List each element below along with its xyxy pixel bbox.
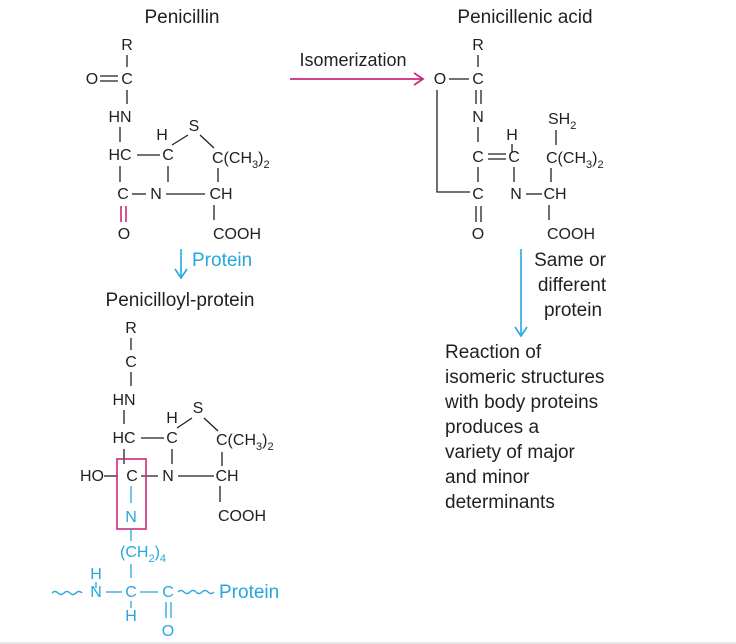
wavy-bond: [177, 589, 215, 595]
atom-ch2-4: (CH2)4: [120, 544, 166, 565]
atom-n: N: [150, 186, 162, 203]
atom-hc: HC: [108, 147, 131, 164]
title-penicillenic-acid: Penicillenic acid: [457, 7, 592, 28]
isomerization-arrow: Isomerization: [290, 50, 425, 86]
protein-arrow-label: Protein: [192, 250, 252, 271]
atom-c: C: [472, 186, 484, 203]
note-line: determinants: [445, 492, 555, 513]
atom-ch: CH: [215, 468, 238, 485]
atom-o-blue: O: [162, 623, 174, 640]
same-or-different-protein-arrow: Same or different protein: [514, 249, 607, 338]
atom-c: C: [121, 71, 133, 88]
atom-cooh: COOH: [547, 226, 595, 243]
atom-n: N: [510, 186, 522, 203]
atom-n: N: [472, 109, 484, 126]
atom-cooh: COOH: [218, 508, 266, 525]
isomerization-label: Isomerization: [299, 50, 406, 70]
atom-n-blue: N: [90, 584, 102, 601]
atom-c-ch3-2: C(CH3)2: [212, 150, 270, 171]
protein-label: Protein: [219, 582, 279, 603]
note-line: with body proteins: [444, 392, 598, 413]
atom-c: C: [125, 354, 137, 371]
atom-o: O: [86, 71, 98, 88]
note-line: and minor: [445, 467, 530, 488]
atom-c: C: [117, 186, 129, 203]
atom-hc: HC: [112, 430, 135, 447]
bond: [203, 417, 219, 432]
ring-bond: [436, 90, 470, 193]
atom-c: C: [126, 468, 138, 485]
atom-c: C: [166, 430, 178, 447]
atom-o: O: [472, 226, 484, 243]
atom-cooh: COOH: [213, 226, 261, 243]
atom-ch: CH: [543, 186, 566, 203]
atom-o: O: [118, 226, 130, 243]
atom-c: C: [162, 147, 174, 164]
atom-h-blue: H: [90, 566, 102, 583]
atom-s: S: [193, 400, 204, 417]
atom-hn: HN: [112, 392, 135, 409]
atom-c: C: [472, 71, 484, 88]
penicillin-structure: R C O HN HC C H S C(CH3)2 C N CH O COOH: [86, 37, 270, 243]
atom-c: C: [472, 149, 484, 166]
note-line: variety of major: [445, 442, 576, 463]
bond: [176, 417, 193, 429]
protein-label: protein: [544, 300, 602, 321]
bond: [199, 134, 215, 149]
atom-c-blue: C: [162, 584, 174, 601]
wavy-bond: [51, 590, 83, 596]
atom-n: N: [162, 468, 174, 485]
arrow-head: [174, 268, 188, 280]
atom-s: S: [189, 118, 200, 135]
atom-c: C: [508, 149, 520, 166]
atom-hn: HN: [108, 109, 131, 126]
atom-ch: CH: [209, 186, 232, 203]
atom-r: R: [472, 37, 484, 54]
arrow-head: [514, 326, 528, 338]
atom-c-ch3-2: C(CH3)2: [216, 432, 274, 453]
protein-arrow: Protein: [174, 249, 252, 280]
note-line: isomeric structures: [445, 367, 604, 388]
atom-c-ch3-2: C(CH3)2: [546, 150, 604, 171]
note-line: Reaction of: [445, 342, 542, 363]
atom-h-blue: H: [125, 608, 137, 625]
penicillenic-acid-structure: R C O N H C C SH2 C(CH3)2 C N CH O COOH: [434, 37, 604, 243]
arrow-head: [413, 72, 425, 86]
atom-h: H: [166, 410, 178, 427]
atom-ho: HO: [80, 468, 104, 485]
atom-c-blue: C: [125, 584, 137, 601]
atom-o: O: [434, 71, 446, 88]
atom-h: H: [506, 127, 518, 144]
atom-n-blue: N: [125, 509, 137, 526]
atom-h: H: [156, 127, 168, 144]
title-penicilloyl-protein: Penicilloyl-protein: [106, 290, 255, 311]
note-line: produces a: [445, 417, 539, 438]
atom-r: R: [125, 320, 137, 337]
different-label: different: [538, 275, 607, 296]
atom-sh2: SH2: [548, 111, 576, 132]
same-or-label: Same or: [534, 250, 606, 271]
reaction-note: Reaction of isomeric structures with bod…: [444, 342, 604, 513]
penicilloyl-protein-structure: R C HN HC C H S C(CH3)2 HO C N CH COOH N…: [51, 320, 279, 640]
title-penicillin: Penicillin: [145, 7, 220, 28]
atom-r: R: [121, 37, 133, 54]
bond: [171, 134, 189, 146]
